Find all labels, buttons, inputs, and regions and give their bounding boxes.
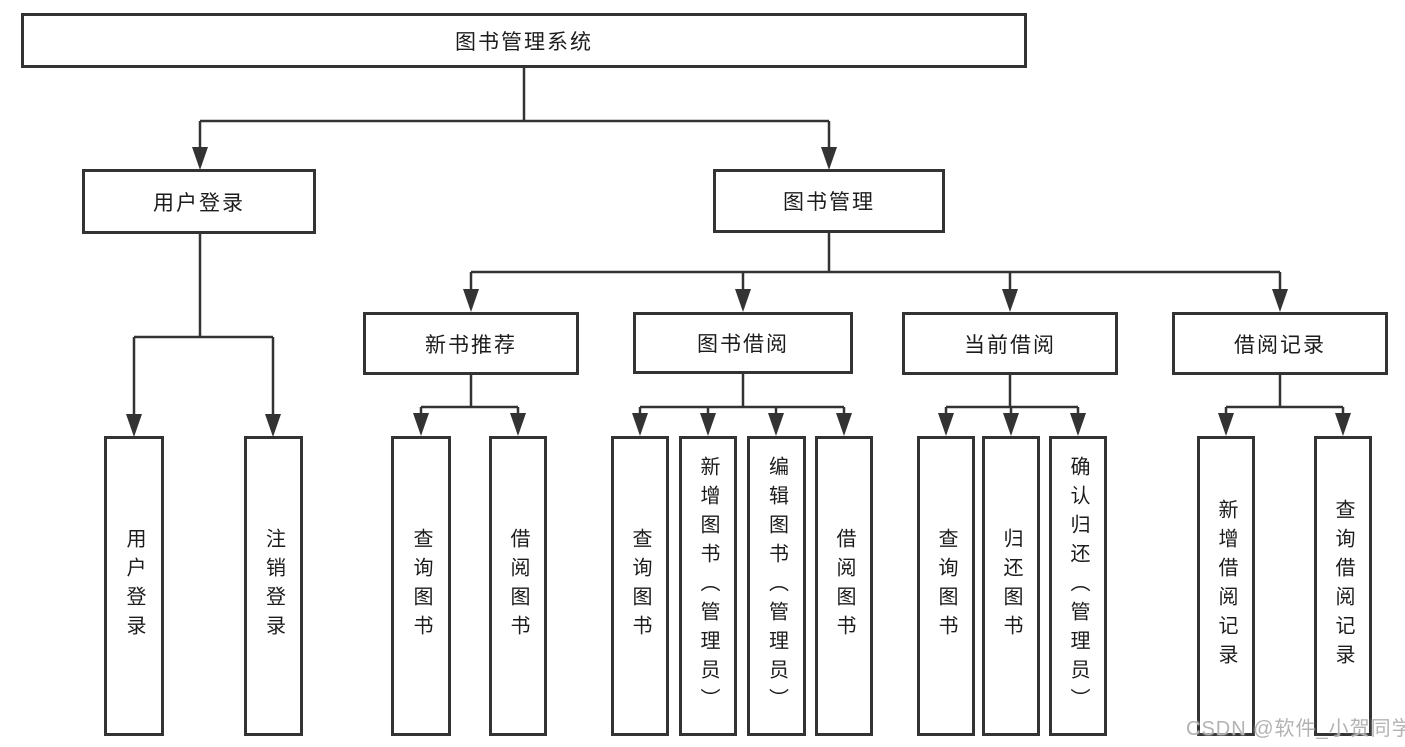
leaf-add-borrow-record: 新增借阅记录 <box>1197 436 1255 736</box>
leaf-label: 新增借阅记录 <box>1215 499 1237 673</box>
leaf-label: 查询图书 <box>410 528 432 644</box>
arrow-down-icon <box>265 414 281 437</box>
node-book-management: 图书管理 <box>713 169 945 233</box>
leaf-add-books-admin: 新增图书（管理员） <box>679 436 737 736</box>
leaf-label: 借阅图书 <box>507 528 529 644</box>
arrow-down-icon <box>1335 413 1351 436</box>
leaf-confirm-return-admin: 确认归还（管理员） <box>1049 436 1107 736</box>
node-label: 当前借阅 <box>964 333 1056 357</box>
csdn-watermark: CSDN @软件_小贺同学 <box>1186 718 1405 740</box>
node-label: 图书借阅 <box>697 333 789 356</box>
node-borrowing-records: 借阅记录 <box>1172 312 1388 375</box>
arrow-down-icon <box>1002 289 1018 312</box>
leaf-label: 确认归还（管理员） <box>1067 455 1089 717</box>
arrow-down-icon <box>126 414 142 437</box>
leaf-query-books-recommend: 查询图书 <box>391 436 451 736</box>
leaf-label: 用户登录 <box>123 528 145 644</box>
arrow-down-icon <box>510 413 526 436</box>
leaf-logout: 注销登录 <box>244 436 303 736</box>
leaf-label: 查询图书 <box>629 528 651 644</box>
arrow-down-icon <box>1272 289 1288 312</box>
leaf-label: 注销登录 <box>262 528 285 644</box>
arrow-down-icon <box>735 289 751 312</box>
arrow-down-icon <box>768 413 784 436</box>
arrow-down-icon <box>821 147 837 170</box>
leaf-label: 查询图书 <box>935 528 957 644</box>
arrow-down-icon <box>1070 413 1086 436</box>
node-label: 图书管理 <box>783 191 875 214</box>
leaf-query-books-current: 查询图书 <box>917 436 975 736</box>
node-user-login: 用户登录 <box>82 169 316 234</box>
leaf-label: 编辑图书（管理员） <box>765 455 788 717</box>
leaf-label: 借阅图书 <box>833 528 855 644</box>
leaf-user-login: 用户登录 <box>104 436 164 736</box>
arrow-down-icon <box>700 413 716 436</box>
arrow-down-icon <box>632 413 648 436</box>
leaf-borrow-books-recommend: 借阅图书 <box>489 436 547 736</box>
leaf-query-books-borrowing: 查询图书 <box>611 436 669 736</box>
node-book-borrowing: 图书借阅 <box>633 312 853 374</box>
leaf-label: 归还图书 <box>1000 528 1022 644</box>
arrow-down-icon <box>463 289 479 312</box>
arrow-down-icon <box>1003 413 1019 436</box>
node-new-book-recommendation: 新书推荐 <box>363 312 579 375</box>
node-label: 图书管理系统 <box>455 30 593 54</box>
leaf-label: 新增图书（管理员） <box>697 455 719 717</box>
leaf-edit-books-admin: 编辑图书（管理员） <box>747 436 806 736</box>
leaf-borrow-books: 借阅图书 <box>815 436 873 736</box>
node-label: 新书推荐 <box>425 333 517 357</box>
arrow-down-icon <box>1218 413 1234 436</box>
node-label: 借阅记录 <box>1234 333 1326 357</box>
arrow-down-icon <box>192 147 208 170</box>
leaf-return-books: 归还图书 <box>982 436 1040 736</box>
node-library-management-system: 图书管理系统 <box>21 13 1027 68</box>
arrow-down-icon <box>413 413 429 436</box>
arrow-down-icon <box>938 413 954 436</box>
arrowhead-icons <box>126 147 1351 437</box>
arrow-down-icon <box>836 413 852 436</box>
node-current-borrowing: 当前借阅 <box>902 312 1118 375</box>
leaf-label: 查询借阅记录 <box>1332 499 1354 673</box>
leaf-query-borrow-record: 查询借阅记录 <box>1314 436 1372 736</box>
node-label: 用户登录 <box>153 191 245 215</box>
